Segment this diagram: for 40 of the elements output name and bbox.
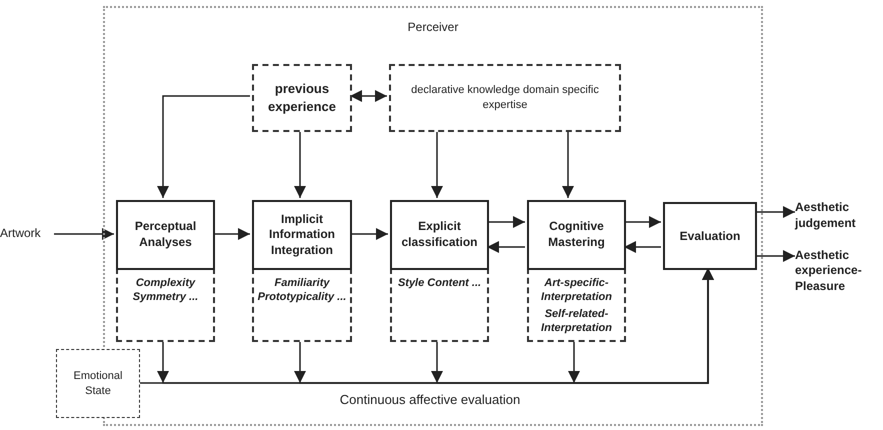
- arrow: [350, 90, 387, 102]
- input-label: Artwork: [0, 226, 42, 242]
- process-box: [527, 200, 626, 342]
- output-label: Aesthetic experience- Pleasure: [795, 248, 863, 294]
- arrow: [213, 228, 250, 240]
- arrow: [431, 130, 443, 198]
- box-label: Emotional State: [72, 368, 124, 398]
- box-heading: Perceptual Analyses: [134, 219, 198, 251]
- arrow: [54, 228, 114, 240]
- process-box: [252, 200, 352, 342]
- box-label: Evaluation: [678, 228, 742, 244]
- attribute-list: Complexity Symmetry ...: [120, 276, 210, 305]
- process-box: [663, 202, 757, 270]
- arrow: [487, 216, 525, 228]
- attribute-list: Familiarity Prototypicality ...: [257, 276, 347, 305]
- arrow: [350, 228, 388, 240]
- process-box: [390, 200, 489, 342]
- box-heading: Explicit classification: [400, 219, 479, 251]
- process-box: [116, 200, 215, 342]
- arrow: [562, 130, 574, 198]
- frame-title: Perceiver: [406, 20, 460, 34]
- box-label: previous experience: [267, 80, 337, 116]
- dashed-box: [389, 64, 621, 132]
- output-label: Aesthetic judgement: [795, 200, 857, 232]
- arrow: [294, 130, 306, 198]
- arrow: [487, 241, 525, 253]
- arrow: [624, 216, 661, 228]
- box-heading: Implicit Information Integration: [268, 212, 336, 258]
- attribute-list: Art-specific- Interpretation: [532, 276, 622, 305]
- box-heading: Cognitive Mastering: [547, 219, 606, 251]
- arrow: [157, 95, 250, 198]
- arrow: [755, 206, 795, 218]
- arrow: [624, 241, 661, 253]
- arrow: [755, 250, 795, 262]
- dashed-box: [252, 64, 352, 132]
- bus-label: Continuous affective evaluation: [338, 392, 522, 407]
- attribute-list: Self-related- Interpretation: [532, 306, 622, 336]
- box-label: declarative knowledge domain specific expertise: [410, 83, 600, 113]
- attribute-list: Style Content ...: [394, 276, 484, 290]
- dashed-box: [56, 349, 140, 418]
